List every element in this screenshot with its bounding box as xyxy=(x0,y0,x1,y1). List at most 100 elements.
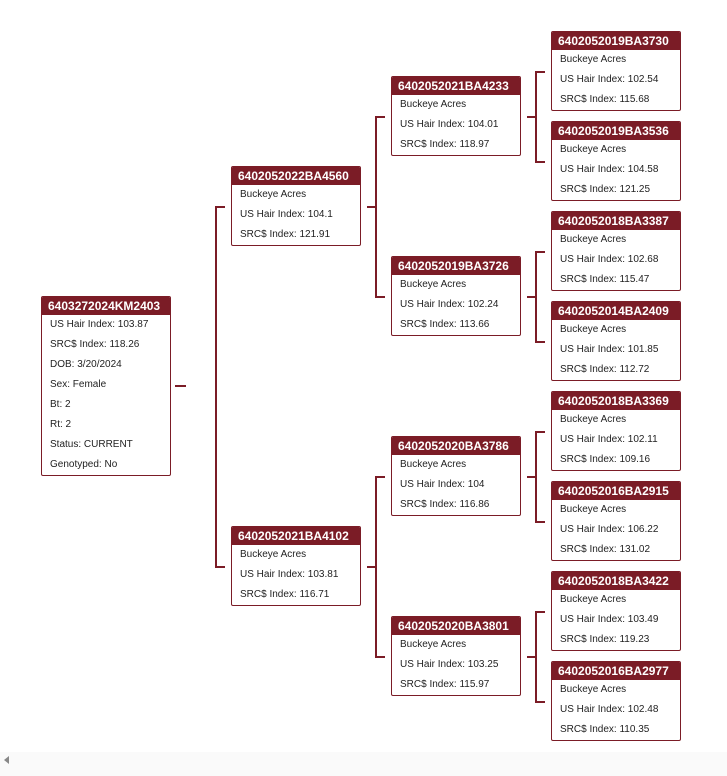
animal-field: US Hair Index: 104.58 xyxy=(560,164,659,175)
connector-line xyxy=(527,296,535,298)
animal-field: Buckeye Acres xyxy=(400,279,467,290)
animal-field: US Hair Index: 106.22 xyxy=(560,524,659,535)
connector-line xyxy=(215,206,217,567)
animal-field: Buckeye Acres xyxy=(560,54,627,65)
animal-id[interactable]: 6402052020BA3786 xyxy=(392,437,520,455)
animal-field: Buckeye Acres xyxy=(560,234,627,245)
animal-id[interactable]: 6402052018BA3369 xyxy=(552,392,680,410)
animal-field: SRC$ Index: 115.47 xyxy=(560,274,650,285)
animal-field: US Hair Index: 102.48 xyxy=(560,704,659,715)
connector-line xyxy=(375,476,385,478)
animal-field: Buckeye Acres xyxy=(240,189,307,200)
animal-field: US Hair Index: 104.1 xyxy=(240,209,333,220)
animal-id[interactable]: 6402052019BA3536 xyxy=(552,122,680,140)
animal-field: Status: CURRENT xyxy=(50,439,133,450)
animal-id[interactable]: 6402052022BA4560 xyxy=(232,167,360,185)
animal-field: Buckeye Acres xyxy=(400,639,467,650)
animal-field: Buckeye Acres xyxy=(560,594,627,605)
connector-line xyxy=(527,476,535,478)
connector-line xyxy=(535,341,545,343)
connector-line xyxy=(175,385,186,387)
animal-field: US Hair Index: 103.49 xyxy=(560,614,659,625)
animal-field: Buckeye Acres xyxy=(400,99,467,110)
animal-id[interactable]: 6402052016BA2977 xyxy=(552,662,680,680)
animal-id[interactable]: 6402052018BA3387 xyxy=(552,212,680,230)
animal-field: SRC$ Index: 112.72 xyxy=(560,364,650,375)
animal-field: SRC$ Index: 109.16 xyxy=(560,454,651,465)
horizontal-scrollbar[interactable] xyxy=(0,752,727,776)
connector-line xyxy=(535,701,545,703)
animal-field: SRC$ Index: 115.97 xyxy=(400,679,490,690)
animal-field: US Hair Index: 104 xyxy=(400,479,485,490)
connector-line xyxy=(375,116,385,118)
connector-line xyxy=(367,566,375,568)
animal-field: Buckeye Acres xyxy=(560,504,627,515)
connector-line xyxy=(535,611,537,703)
connector-line xyxy=(535,71,545,73)
animal-field: Buckeye Acres xyxy=(560,414,627,425)
animal-field: SRC$ Index: 131.02 xyxy=(560,544,651,555)
animal-id[interactable]: 6402052018BA3422 xyxy=(552,572,680,590)
connector-line xyxy=(535,161,545,163)
animal-field: Rt: 2 xyxy=(50,419,72,430)
animal-field: US Hair Index: 103.81 xyxy=(240,569,339,580)
animal-field: SRC$ Index: 121.91 xyxy=(240,229,331,240)
animal-field: US Hair Index: 104.01 xyxy=(400,119,499,130)
connector-line xyxy=(375,656,385,658)
animal-field: SRC$ Index: 113.66 xyxy=(400,319,490,330)
animal-field: US Hair Index: 102.24 xyxy=(400,299,499,310)
animal-field: US Hair Index: 102.68 xyxy=(560,254,659,265)
connector-line xyxy=(535,431,537,523)
animal-field: SRC$ Index: 115.68 xyxy=(560,94,650,105)
animal-field: SRC$ Index: 110.35 xyxy=(560,724,650,735)
animal-id[interactable]: 6402052019BA3726 xyxy=(392,257,520,275)
animal-field: US Hair Index: 101.85 xyxy=(560,344,659,355)
animal-field: SRC$ Index: 116.71 xyxy=(240,589,330,600)
animal-field: US Hair Index: 102.54 xyxy=(560,74,659,85)
animal-field: US Hair Index: 102.11 xyxy=(560,434,658,445)
animal-field: Buckeye Acres xyxy=(560,684,627,695)
connector-line xyxy=(535,521,545,523)
animal-field: SRC$ Index: 116.86 xyxy=(400,499,490,510)
connector-line xyxy=(535,431,545,433)
animal-field: SRC$ Index: 121.25 xyxy=(560,184,651,195)
animal-id[interactable]: 6403272024KM2403 xyxy=(42,297,170,315)
connector-line xyxy=(215,566,225,568)
connector-line xyxy=(375,476,377,657)
scroll-left-arrow-icon[interactable] xyxy=(4,756,9,764)
animal-field: Buckeye Acres xyxy=(560,324,627,335)
connector-line xyxy=(375,296,385,298)
connector-line xyxy=(535,251,537,343)
animal-field: Genotyped: No xyxy=(50,459,118,470)
connector-line xyxy=(215,206,225,208)
animal-id[interactable]: 6402052021BA4102 xyxy=(232,527,360,545)
animal-id[interactable]: 6402052019BA3730 xyxy=(552,32,680,50)
connector-line xyxy=(535,71,537,163)
connector-line xyxy=(535,611,545,613)
animal-id[interactable]: 6402052021BA4233 xyxy=(392,77,520,95)
animal-field: US Hair Index: 103.25 xyxy=(400,659,499,670)
connector-line xyxy=(535,251,545,253)
animal-field: DOB: 3/20/2024 xyxy=(50,359,122,370)
animal-field: Buckeye Acres xyxy=(400,459,467,470)
animal-id[interactable]: 6402052014BA2409 xyxy=(552,302,680,320)
animal-id[interactable]: 6402052016BA2915 xyxy=(552,482,680,500)
animal-id[interactable]: 6402052020BA3801 xyxy=(392,617,520,635)
animal-field: Bt: 2 xyxy=(50,399,71,410)
animal-field: Buckeye Acres xyxy=(560,144,627,155)
